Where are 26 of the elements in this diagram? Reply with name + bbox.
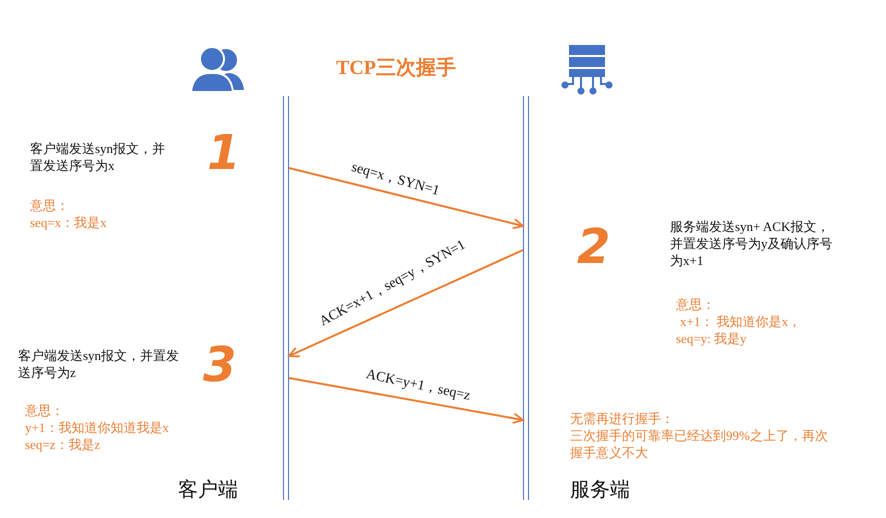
step-number: 1 <box>207 128 240 178</box>
meaning-heading: 意思： <box>30 197 69 214</box>
note-heading: 无需再进行握手： <box>570 410 674 427</box>
step-description: 服务端发送syn+ ACK报文，并置发送序号为y及确认序号为x+1 <box>670 218 834 269</box>
edge-label: seq=x，SYN=1 <box>350 160 441 200</box>
diagram-title: TCP三次握手 <box>336 56 456 80</box>
meaning-heading: 意思： <box>676 296 715 313</box>
arrow <box>288 249 524 358</box>
participant-label: 客户端 <box>178 478 238 502</box>
lifeline <box>523 96 529 500</box>
step-number: 2 <box>577 222 610 272</box>
meaning-text: seq=x：我是x <box>30 214 107 231</box>
meaning-text: seq=z：我是z <box>25 436 100 453</box>
participant-label: 服务端 <box>570 478 630 502</box>
meaning-text: y+1：我知道你知道我是x <box>25 419 169 436</box>
step-number: 3 <box>203 340 236 390</box>
lifeline <box>283 96 289 500</box>
arrow <box>288 377 524 424</box>
note-text: 三次握手的可靠率已经达到99%之上了，再次握手意义不大 <box>570 427 829 461</box>
meaning-text: seq=y: 我是y <box>676 330 747 347</box>
step-description: 客户端发送syn报文，并置发送序号为z <box>18 347 180 381</box>
step-description: 客户端发送syn报文，并置发送序号为x <box>30 140 166 174</box>
edge-label: ACK=y+1，seq=z <box>364 367 472 405</box>
meaning-text: x+1： 我知道你是x， <box>680 313 802 330</box>
arrow <box>288 167 524 230</box>
meaning-heading: 意思： <box>25 402 64 419</box>
